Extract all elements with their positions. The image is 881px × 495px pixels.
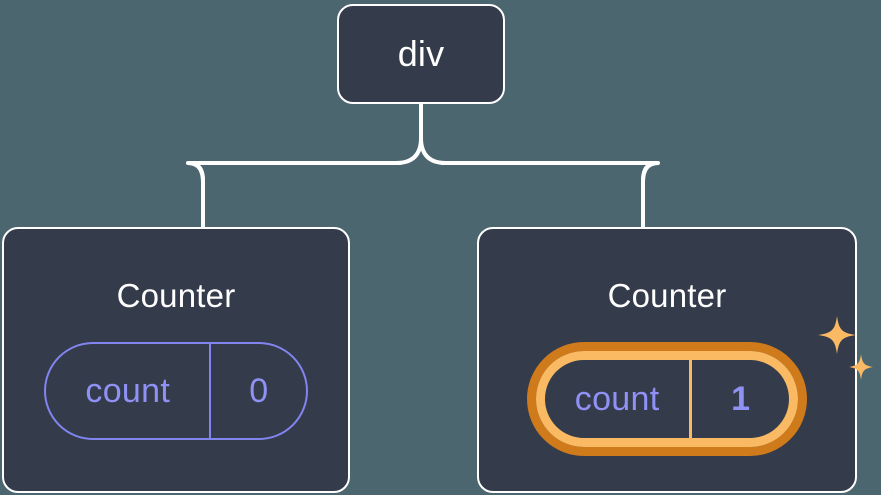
- state-key-right: count: [545, 360, 693, 438]
- edge-branch-left-drop: [186, 161, 205, 229]
- state-key-left: count: [46, 344, 212, 438]
- state-value-right: 1: [731, 380, 751, 418]
- node-counter-right-title: Counter: [607, 277, 727, 314]
- state-pill-wrapper-right: count 1: [527, 316, 873, 456]
- edge-div-to-counter-right: [419, 136, 659, 229]
- node-counter-right[interactable]: Counter count 1: [477, 227, 873, 493]
- node-div[interactable]: div: [337, 4, 505, 104]
- state-pill-highlight-ring: count 1: [527, 342, 807, 456]
- node-counter-left-title: Counter: [116, 277, 236, 314]
- edge-branch-right-drop: [641, 161, 660, 229]
- state-pill-wrapper-left: count 0: [44, 342, 308, 440]
- edge-div-to-counter-left: [187, 102, 423, 229]
- node-counter-left[interactable]: Counter count 0: [2, 227, 350, 493]
- state-pill-left[interactable]: count 0: [44, 342, 308, 440]
- sparkle-large-icon: [818, 316, 856, 354]
- sparkle-group: [818, 316, 873, 380]
- node-div-title: div: [397, 33, 445, 74]
- state-value-left: 0: [249, 372, 269, 410]
- state-pill-right[interactable]: count 1: [536, 351, 798, 447]
- sparkle-small-icon: [849, 354, 873, 380]
